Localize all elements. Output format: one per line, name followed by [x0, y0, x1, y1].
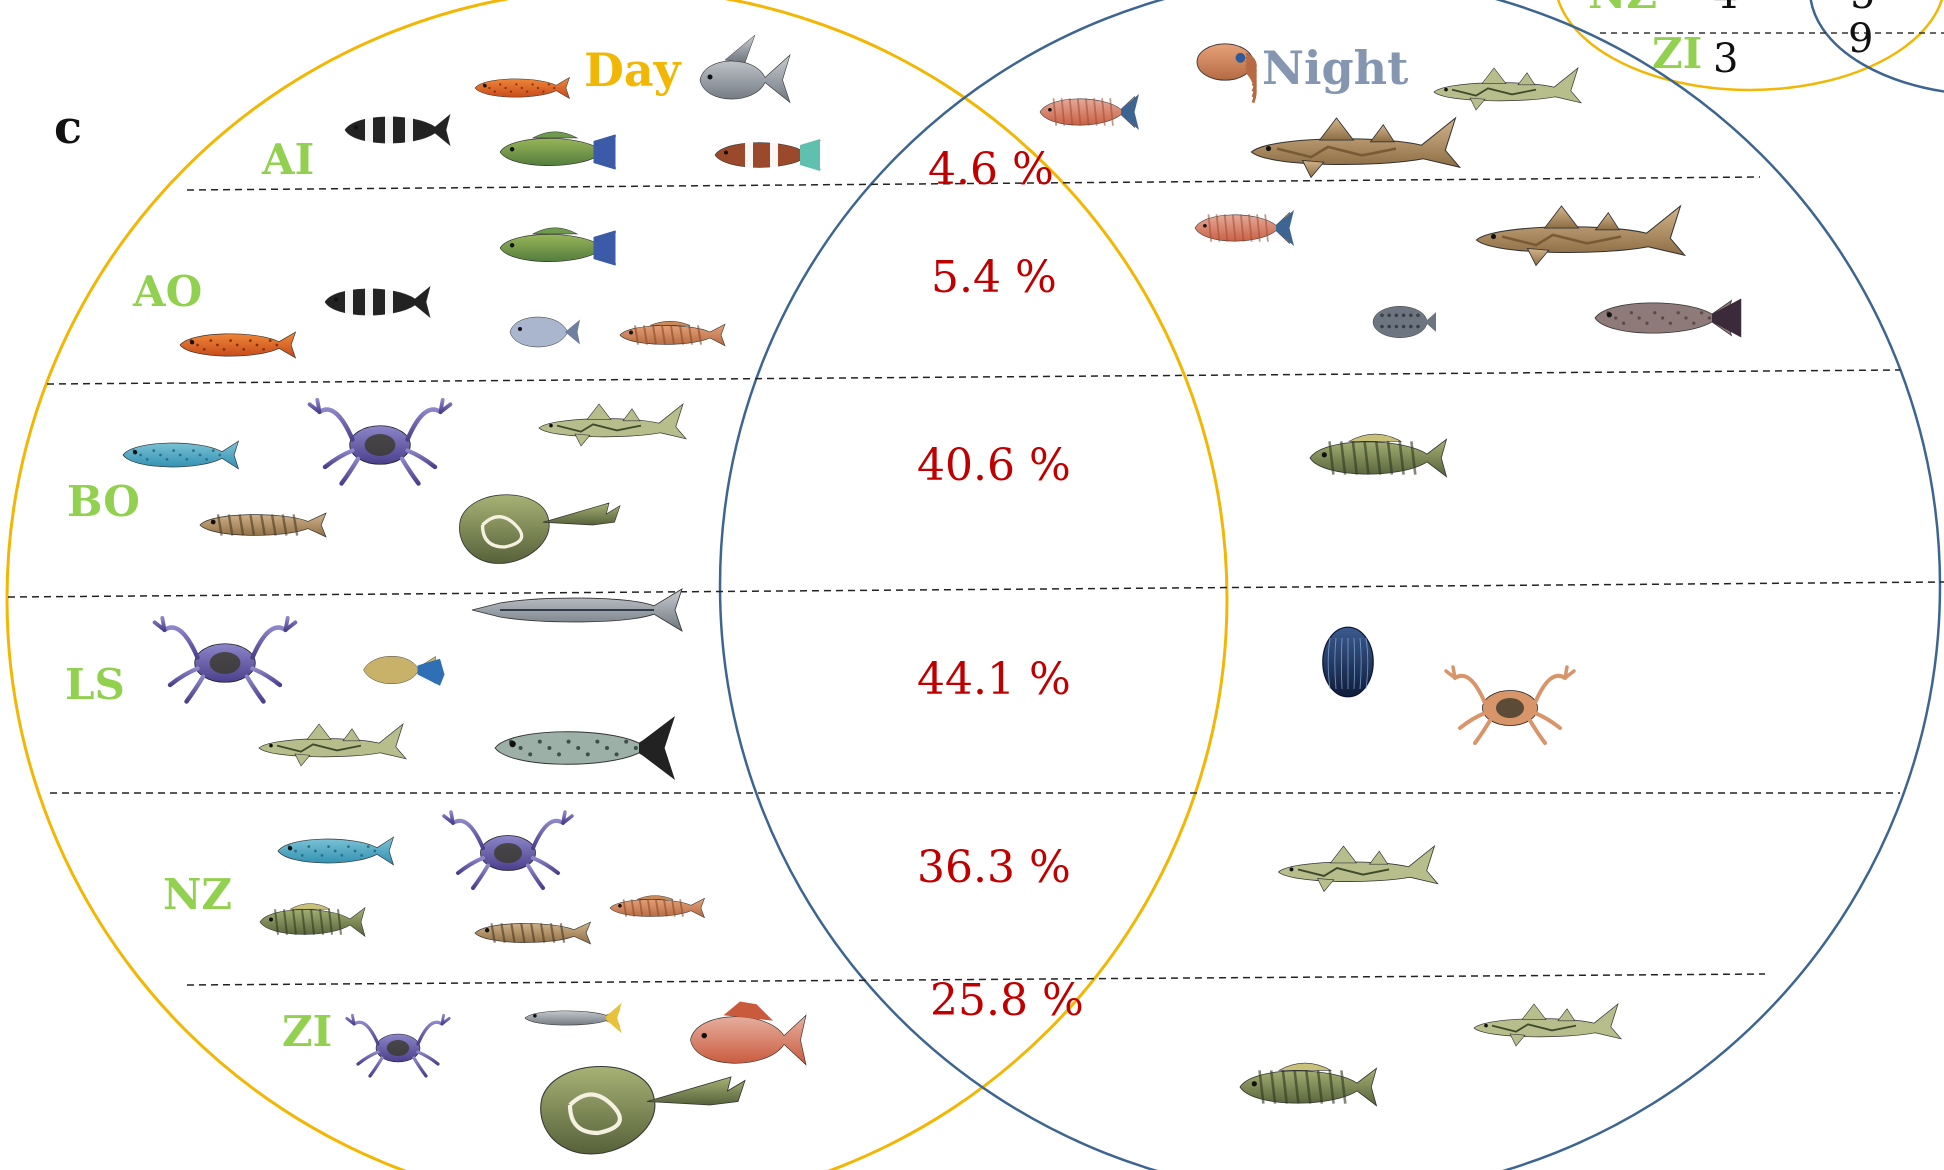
ray-numbfish-icon	[459, 495, 620, 564]
fish-goatfish-icon	[620, 321, 725, 346]
inset-value: 9	[1848, 16, 1873, 62]
shark-port-jackson-icon	[1434, 68, 1581, 110]
overlap-percent-zi: 25.8 %	[930, 975, 1084, 1026]
day-title: Day	[584, 43, 682, 97]
panel-letter: c	[54, 100, 82, 154]
fish-orange-icon	[180, 332, 296, 358]
row-divider	[47, 370, 1900, 384]
fish-cardinal-icon	[1040, 94, 1139, 130]
fish-leatherjacket-icon	[364, 656, 445, 686]
jellyfish-icon	[1323, 627, 1373, 697]
crab-blue-swimmer-icon	[310, 400, 451, 484]
night-circle	[720, 0, 1940, 1170]
fish-weedfish-icon	[475, 922, 591, 944]
cuttlefish-icon	[1197, 44, 1255, 103]
fish-perch-icon	[1310, 434, 1447, 477]
inset-site-label: NZ	[1588, 0, 1657, 18]
fish-pike-icon	[472, 589, 682, 631]
ray-numbfish-icon	[541, 1067, 745, 1155]
overlap-percentages: 4.6 % 5.4 % 40.6 % 44.1 % 36.3 % 25.8 %	[917, 144, 1084, 1026]
inset-site-label: ZI	[1652, 29, 1702, 78]
fish-green-wrasse-icon	[500, 132, 616, 170]
fish-cardinal-icon	[1195, 210, 1294, 246]
overlap-percent-ai: 4.6 %	[928, 144, 1054, 195]
night-title: Night	[1262, 41, 1409, 95]
site-label-ao: AO	[132, 267, 202, 316]
inset-value: 4	[1713, 0, 1738, 18]
shark-catshark-icon	[1477, 206, 1685, 266]
site-label-ai: AI	[261, 135, 314, 184]
fish-weedfish-icon	[200, 513, 326, 537]
shark-port-jackson-icon	[1474, 1004, 1621, 1046]
fish-yellowtail-icon	[525, 1003, 622, 1034]
fish-green-wrasse-icon	[500, 228, 616, 266]
fish-mullet-icon	[495, 716, 675, 780]
crab-blue-swimmer-icon	[444, 812, 572, 888]
fish-orange-icon	[475, 77, 570, 98]
overlap-percent-ao: 5.4 %	[931, 252, 1057, 303]
fish-perch-icon	[260, 904, 365, 937]
overlap-percent-nz: 36.3 %	[917, 842, 1071, 893]
site-label-nz: NZ	[163, 870, 232, 919]
site-label-ls: LS	[65, 660, 125, 709]
row-divider	[8, 582, 1944, 597]
fish-ling-icon	[1595, 299, 1741, 338]
inset-value: 3	[1713, 36, 1738, 82]
fish-blue-wrasse-icon	[278, 837, 394, 865]
fish-striped-icon	[345, 113, 450, 147]
fish-grey-round-icon	[510, 317, 580, 347]
inset-venn: NZ 4 5 ZI 3 9	[1555, 0, 1944, 95]
fish-toadfish-icon	[1373, 306, 1436, 338]
shark-port-jackson-icon	[259, 724, 406, 766]
fish-banded-wrasse-icon	[715, 139, 820, 171]
shark-catshark-icon	[1252, 118, 1460, 178]
fish-snapper-icon	[691, 1002, 807, 1065]
crab-blue-swimmer-icon	[155, 618, 296, 702]
fish-silver-pomfret-icon	[700, 35, 790, 103]
overlap-percent-ls: 44.1 %	[917, 654, 1071, 705]
fish-striped-icon	[325, 285, 430, 319]
site-label-bo: BO	[67, 477, 140, 526]
fish-blue-wrasse-icon	[123, 441, 239, 469]
site-label-zi: ZI	[282, 1007, 332, 1056]
fish-goatfish-icon	[610, 896, 705, 918]
fish-perch-icon	[1240, 1063, 1377, 1106]
crab-orange-icon	[1446, 667, 1574, 743]
crab-blue-swimmer-icon	[347, 1015, 449, 1076]
shark-port-jackson-icon	[1279, 846, 1438, 892]
shark-port-jackson-icon	[539, 404, 686, 446]
overlap-percent-bo: 40.6 %	[917, 440, 1071, 491]
